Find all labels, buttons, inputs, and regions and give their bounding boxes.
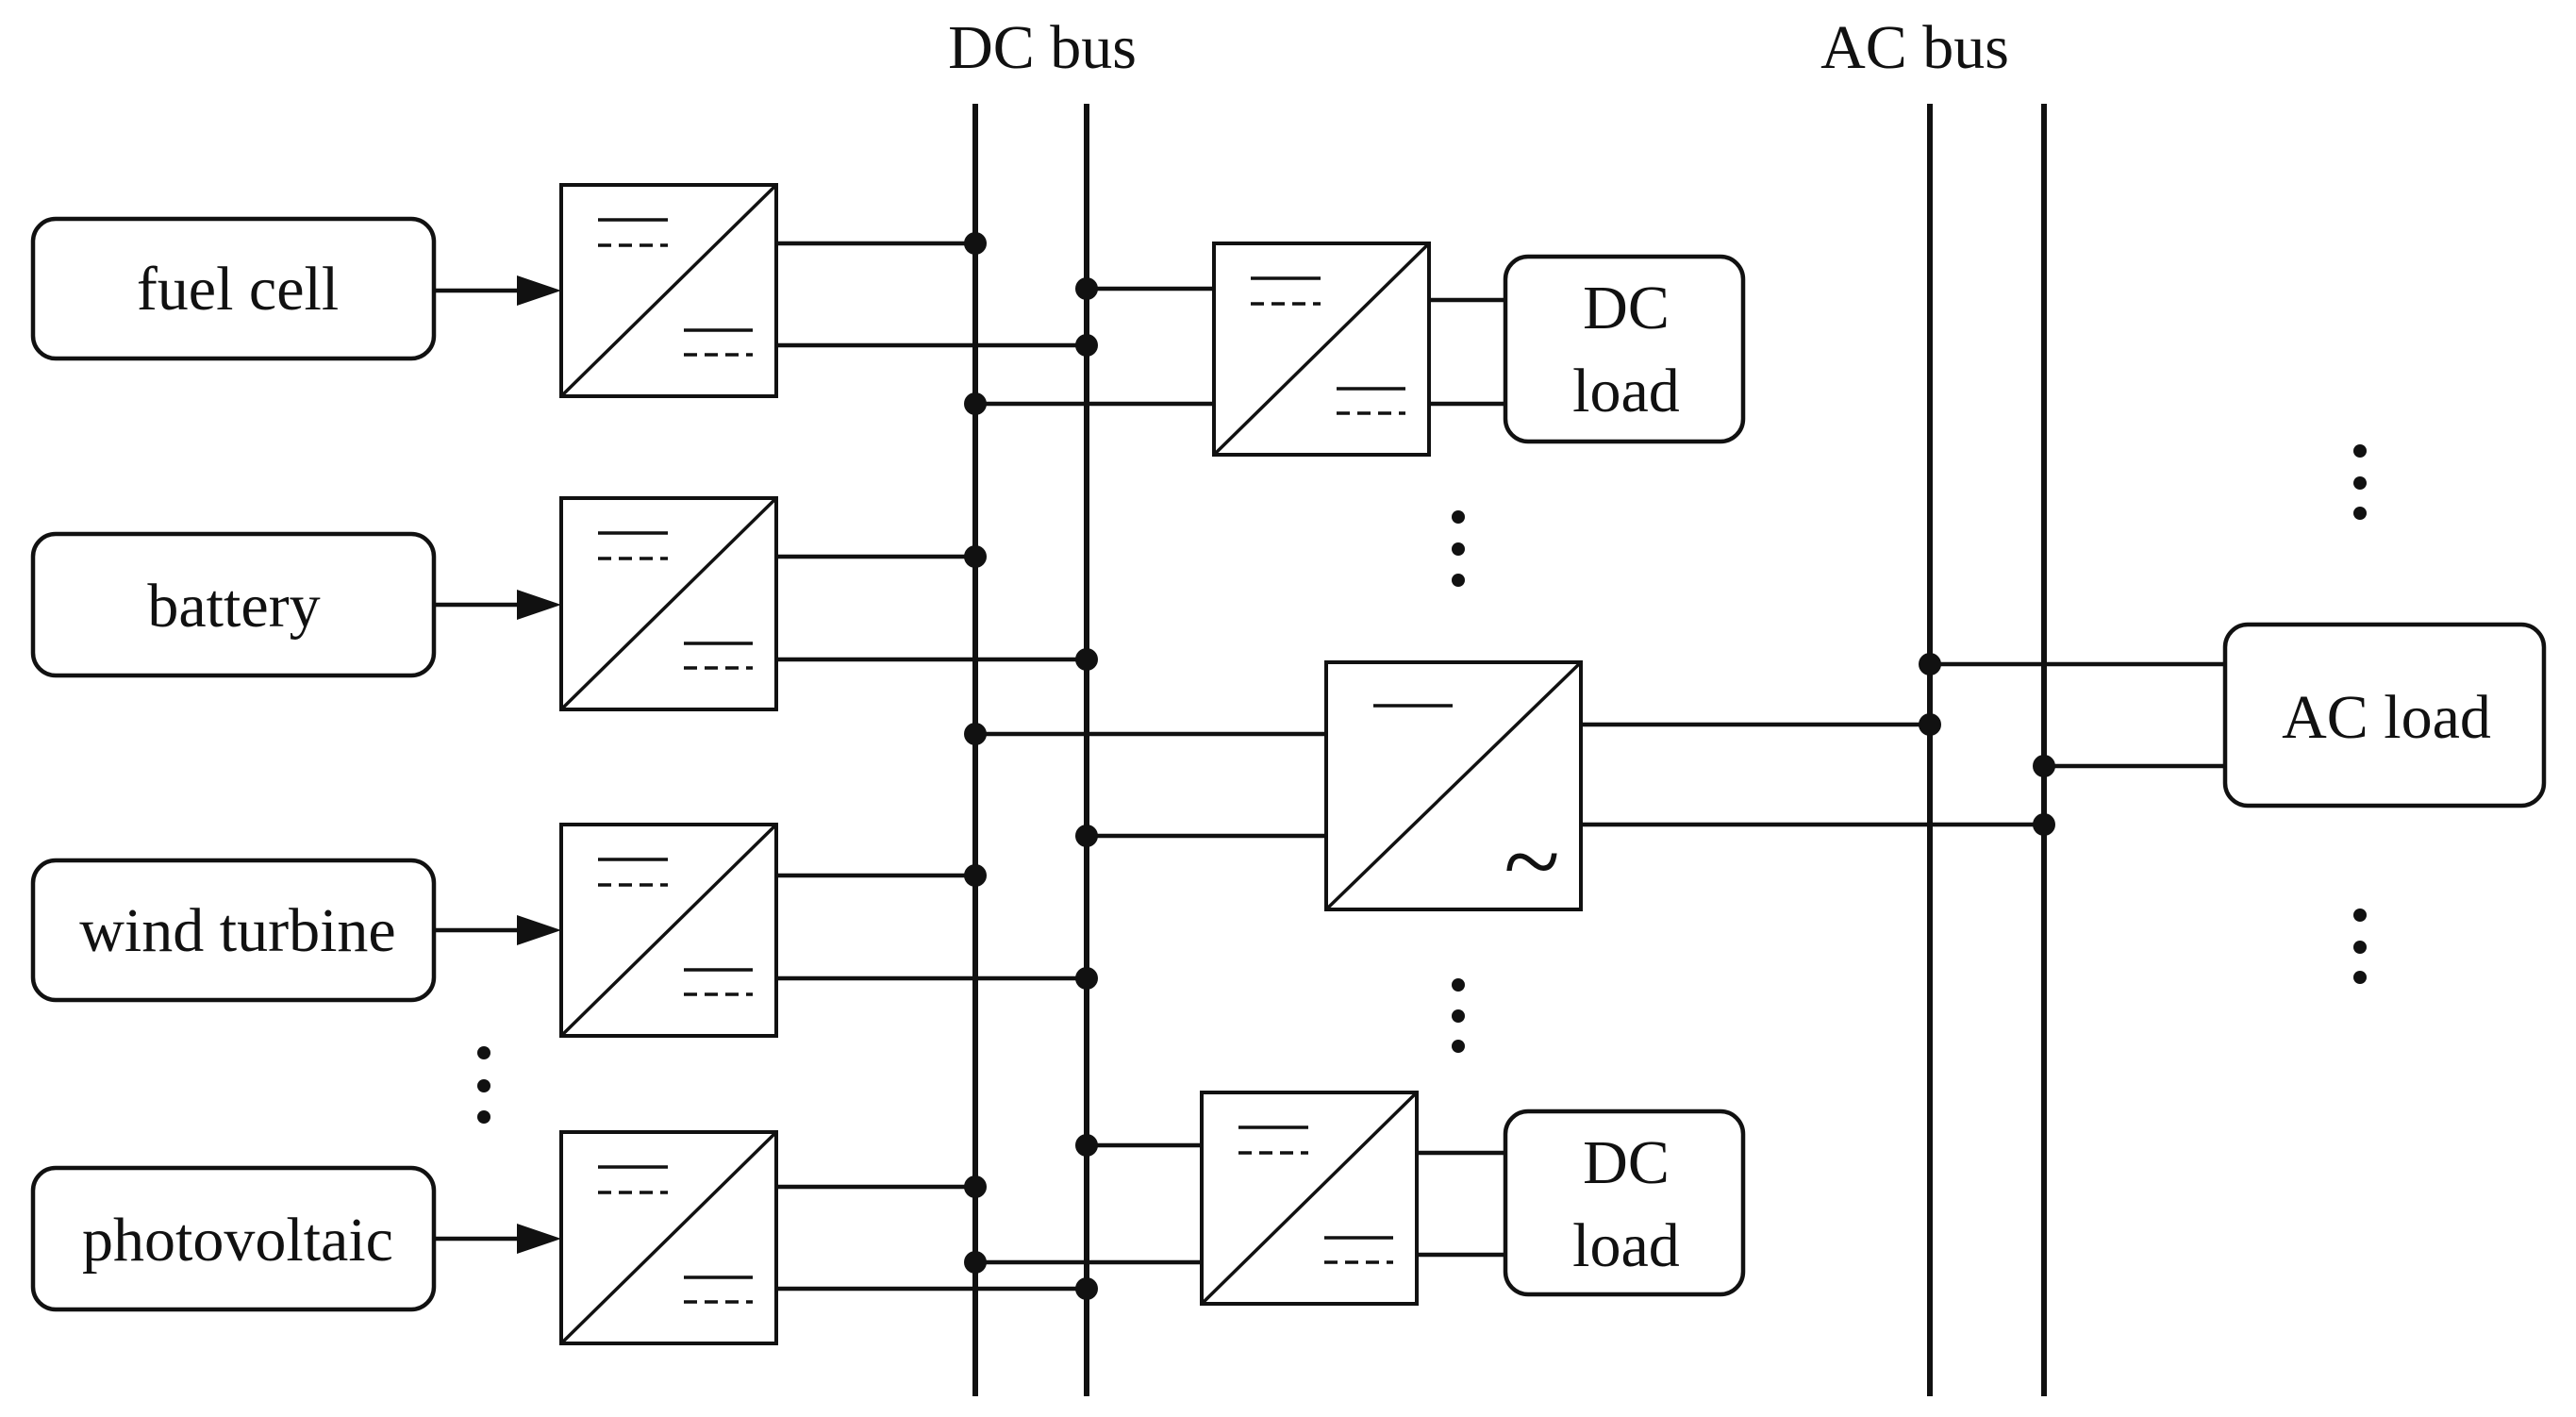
source-arrow	[434, 1224, 561, 1254]
ac-symbol: ~	[1504, 804, 1560, 919]
source-battery: battery	[30, 531, 437, 678]
source-arrow	[434, 275, 561, 306]
source-arrow	[434, 915, 561, 945]
dc-dc-converter	[559, 183, 778, 398]
dc-bus-label: DC bus	[948, 13, 1137, 82]
source-photovoltaic: photovoltaic	[30, 1165, 437, 1312]
dc-load-label-line2: load	[1572, 1211, 1680, 1280]
source-label: wind turbine	[79, 896, 395, 965]
dc-dc-converter	[1212, 242, 1431, 457]
dc-ac-inverter: ~	[1324, 660, 1583, 919]
dc-dc-converter	[1200, 1091, 1419, 1306]
more-ac-loads-ellipsis	[2353, 909, 2367, 984]
dc-load-label-line2: load	[1572, 357, 1680, 425]
more-dc-loads-ellipsis	[1452, 510, 1465, 587]
ac-load: AC load	[2222, 622, 2547, 809]
dc-load-label-line1: DC	[1583, 274, 1670, 342]
source-fuel-cell: fuel cell	[30, 216, 437, 361]
dc-dc-converter	[559, 823, 778, 1038]
ac-load-label: AC load	[2282, 683, 2491, 752]
ac-bus-label: AC bus	[1820, 13, 2009, 82]
source-label: photovoltaic	[82, 1206, 393, 1275]
source-wind-turbine: wind turbine	[30, 858, 437, 1003]
dc-load-label-line1: DC	[1583, 1128, 1670, 1197]
dc-dc-converter	[559, 1130, 778, 1345]
dc-bus	[972, 104, 1089, 1396]
more-sources-ellipsis	[477, 1046, 490, 1124]
dc-dc-converter	[559, 496, 778, 711]
source-label: fuel cell	[137, 255, 339, 324]
more-dc-loads-ellipsis	[1452, 978, 1465, 1053]
dc-load: DC load	[1503, 1109, 1746, 1297]
dc-load: DC load	[1503, 254, 1746, 444]
ac-bus	[1927, 104, 2047, 1396]
more-ac-loads-ellipsis	[2353, 444, 2367, 520]
source-arrow	[434, 590, 561, 620]
source-label: battery	[147, 572, 320, 641]
